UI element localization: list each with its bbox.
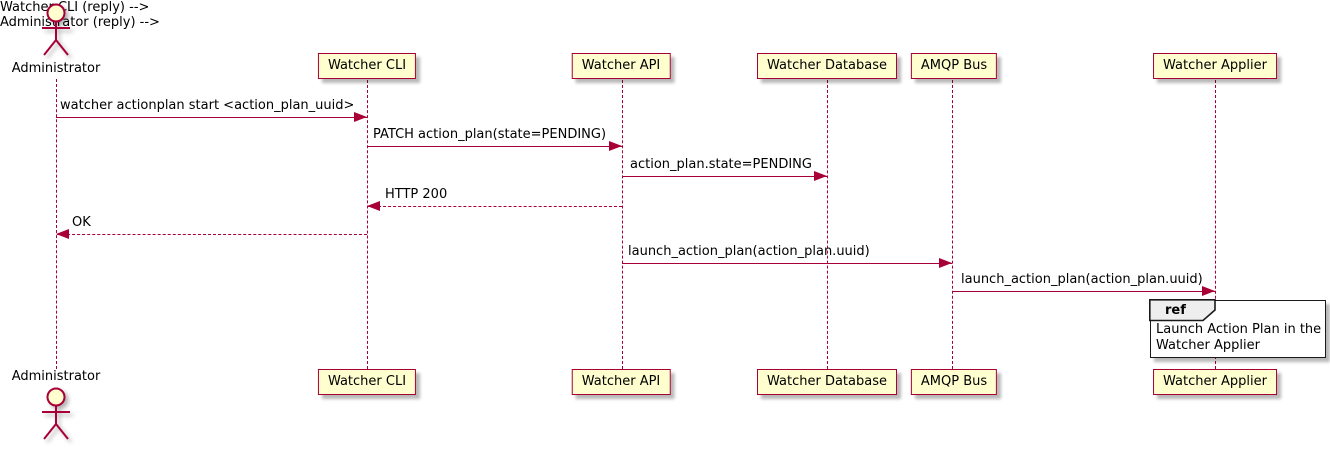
message-line (56, 117, 367, 118)
message-line (57, 234, 367, 235)
arrow-left-icon (56, 229, 69, 239)
ref-keyword: ref (1165, 303, 1186, 318)
participant-watcher-applier-top: Watcher Applier (1153, 53, 1277, 79)
participant-watcher-cli-bottom: Watcher CLI (317, 369, 417, 395)
lifeline-watcher-cli (367, 80, 368, 369)
arrow-right-icon (354, 112, 367, 122)
lifeline-watcher-database (827, 80, 828, 369)
actor-label-bottom: Administrator (11, 369, 101, 384)
message-label: OK (72, 215, 91, 230)
ref-fragment: ref Launch Action Plan in the Watcher Ap… (1149, 299, 1326, 358)
ref-header-pentagon-icon (1149, 299, 1217, 322)
actor-icon (42, 387, 70, 440)
participant-amqp-bus-top: AMQP Bus (910, 53, 998, 79)
participant-watcher-database-bottom: Watcher Database (757, 369, 897, 395)
message-label: PATCH action_plan(state=PENDING) (373, 127, 607, 142)
arrow-left-icon (367, 201, 380, 211)
participant-watcher-api-bottom: Watcher API (571, 369, 671, 395)
message-label: launch_action_plan(action_plan.uuid) (628, 244, 870, 259)
message-line (368, 206, 622, 207)
ref-text: Launch Action Plan in the Watcher Applie… (1156, 322, 1321, 354)
message-label: action_plan.state=PENDING (630, 157, 812, 172)
ref-text-line-2: Watcher Applier (1156, 338, 1260, 353)
message-line (622, 263, 952, 264)
ref-text-line-1: Launch Action Plan in the (1156, 322, 1322, 337)
lifeline-watcher-applier (1215, 80, 1216, 369)
lifeline-administrator (56, 79, 57, 369)
participant-watcher-cli-top: Watcher CLI (317, 53, 417, 79)
participant-watcher-applier-bottom: Watcher Applier (1153, 369, 1277, 395)
message-line (622, 176, 827, 177)
actor-icon (42, 3, 70, 56)
arrow-right-icon (609, 141, 622, 151)
message-label: launch_action_plan(action_plan.uuid) (961, 272, 1203, 287)
message-line (952, 291, 1215, 292)
participant-watcher-database-top: Watcher Database (757, 53, 897, 79)
message-line (367, 146, 622, 147)
lifeline-watcher-api (622, 80, 623, 369)
message-label: HTTP 200 (385, 187, 448, 202)
message-label: watcher actionplan start <action_plan_uu… (60, 98, 355, 113)
arrow-right-icon (939, 258, 952, 268)
lifeline-amqp-bus (952, 80, 953, 369)
arrow-right-icon (814, 171, 827, 181)
actor-label-top: Administrator (11, 61, 101, 76)
arrow-right-icon (1202, 286, 1215, 296)
participant-amqp-bus-bottom: AMQP Bus (910, 369, 998, 395)
participant-watcher-api-top: Watcher API (571, 53, 671, 79)
